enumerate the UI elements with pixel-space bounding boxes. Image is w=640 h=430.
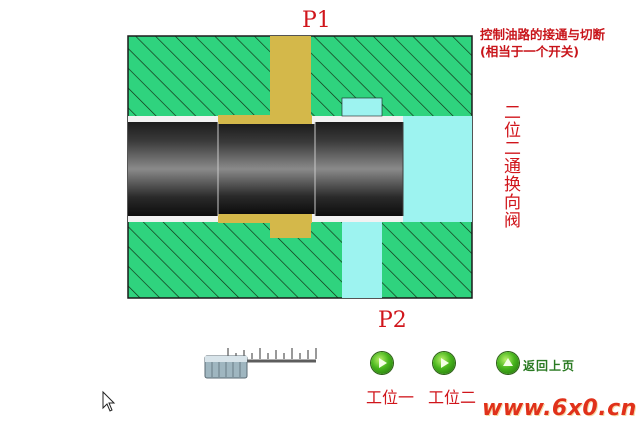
valve-title: 二位二通换向阀 xyxy=(500,103,520,229)
mouse-cursor-icon xyxy=(102,390,116,412)
function-note: 控制油路的接通与切断(相当于一个开关) xyxy=(480,27,606,59)
up-arrow-icon xyxy=(503,358,513,366)
oil-strip-top xyxy=(218,115,312,124)
right-chamber xyxy=(403,116,472,222)
back-label[interactable]: 返回上页 xyxy=(523,359,576,373)
position2-button[interactable] xyxy=(433,352,455,374)
p2-label: P2 xyxy=(378,308,407,333)
site-watermark: www.6x0.cn xyxy=(482,396,637,421)
p1-port-channel-lower xyxy=(270,222,311,238)
position2-label[interactable]: 工位二 xyxy=(428,388,477,407)
position1-button[interactable] xyxy=(371,352,393,374)
p2-port-top-stub xyxy=(341,97,383,117)
spool-neck xyxy=(218,124,315,214)
slider-thumb-icon[interactable] xyxy=(204,355,248,379)
slider-ticks xyxy=(227,348,317,359)
p2-port-channel xyxy=(342,222,382,298)
oil-strip-bottom xyxy=(218,214,312,223)
p1-port-channel xyxy=(270,36,311,116)
p1-label: P1 xyxy=(302,8,331,33)
play-icon xyxy=(379,358,387,368)
spool-left-land xyxy=(128,122,218,216)
spool-right-land xyxy=(315,122,403,216)
back-button[interactable] xyxy=(497,352,519,374)
position1-label[interactable]: 工位一 xyxy=(366,388,415,407)
play-icon xyxy=(441,358,449,368)
